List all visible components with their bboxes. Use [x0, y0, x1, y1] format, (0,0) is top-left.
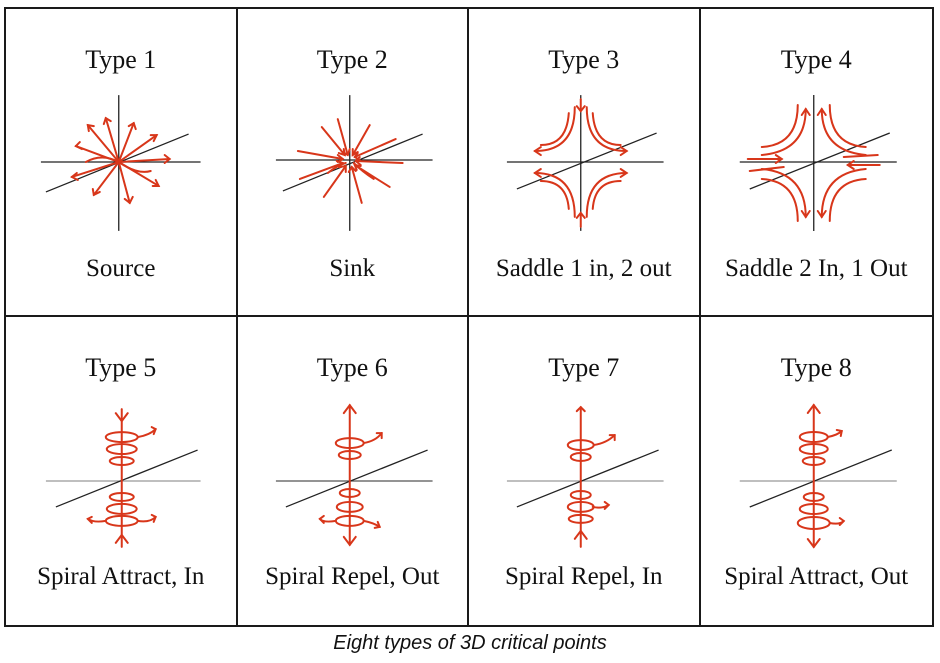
source-glyph: [40, 95, 201, 231]
cell-title: Type 7: [548, 353, 620, 382]
type-4-cell: Type 4 Saddle 2 In, 1 Out: [700, 9, 932, 317]
cell-title: Type 5: [85, 353, 157, 382]
type-6-cell: Type 6 Spiral Repel, Out: [238, 317, 469, 625]
cell-label: Saddle 1 in, 2 out: [495, 255, 672, 282]
type-5-cell: Type 5 Spiral Attract, In: [6, 317, 238, 625]
cell-label: Spiral Repel, In: [504, 563, 663, 590]
type-1-cell: Type 1 Source: [6, 9, 238, 317]
cell-label: Source: [86, 255, 156, 282]
type-7-cell: Type 7 Spiral Repel, In: [469, 317, 701, 625]
cell-label: Spiral Attract, Out: [724, 563, 909, 590]
spiral-repel-out-glyph: [275, 403, 433, 547]
spiral-repel-in-glyph: [506, 405, 664, 548]
cell-label: Spiral Attract, In: [37, 563, 205, 590]
type-8-cell: Type 8 Spiral Attract, Out: [701, 317, 933, 625]
spiral-attract-out-glyph: [739, 403, 897, 549]
cell-label: Spiral Repel, Out: [265, 563, 440, 590]
cell-title: Type 8: [780, 353, 852, 382]
saddle-2-in-1-out-glyph: [739, 95, 897, 231]
cell-title: Type 4: [780, 45, 852, 74]
type-3-cell: Type 3 Saddle 1 in, 2 out: [469, 9, 701, 317]
cell-label: Saddle 2 In, 1 Out: [724, 255, 908, 282]
type-2-cell: Type 2 Sink: [237, 9, 469, 317]
cell-title: Type 2: [316, 45, 388, 74]
cell-title: Type 6: [316, 353, 388, 382]
saddle-1-in-2-out-glyph: [506, 95, 664, 231]
cell-label: Sink: [329, 255, 376, 282]
figure-caption: Eight types of 3D critical points: [333, 632, 607, 654]
sink-glyph: [275, 95, 433, 231]
spiral-attract-in-glyph: [45, 408, 201, 548]
critical-points-grid: Type 1 Source Type 2: [4, 7, 934, 627]
cell-title: Type 3: [548, 45, 620, 74]
cell-title: Type 1: [85, 45, 157, 74]
